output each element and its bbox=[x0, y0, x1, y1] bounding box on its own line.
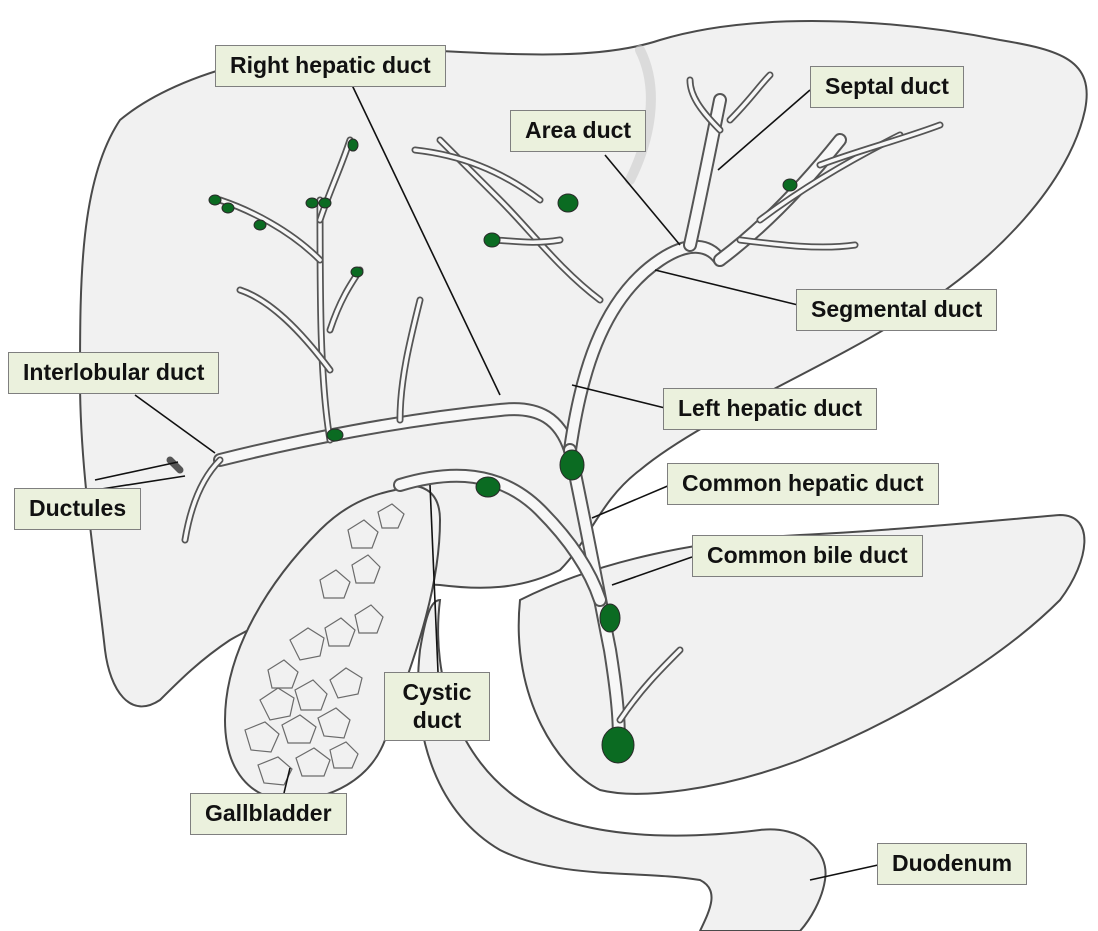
label-interlobular-duct: Interlobular duct bbox=[8, 352, 219, 394]
label-gallbladder: Gallbladder bbox=[190, 793, 347, 835]
label-common-bile-duct: Common bile duct bbox=[692, 535, 923, 577]
label-cystic-duct-line1: Cystic bbox=[393, 679, 481, 707]
label-right-hepatic-duct: Right hepatic duct bbox=[215, 45, 446, 87]
label-duodenum: Duodenum bbox=[877, 843, 1027, 885]
label-common-hepatic-duct: Common hepatic duct bbox=[667, 463, 939, 505]
label-ductules: Ductules bbox=[14, 488, 141, 530]
label-left-hepatic-duct: Left hepatic duct bbox=[663, 388, 877, 430]
label-segmental-duct: Segmental duct bbox=[796, 289, 997, 331]
label-area-duct: Area duct bbox=[510, 110, 646, 152]
label-cystic-duct-line2: duct bbox=[393, 707, 481, 735]
label-septal-duct: Septal duct bbox=[810, 66, 964, 108]
label-cystic-duct: Cystic duct bbox=[384, 672, 490, 741]
